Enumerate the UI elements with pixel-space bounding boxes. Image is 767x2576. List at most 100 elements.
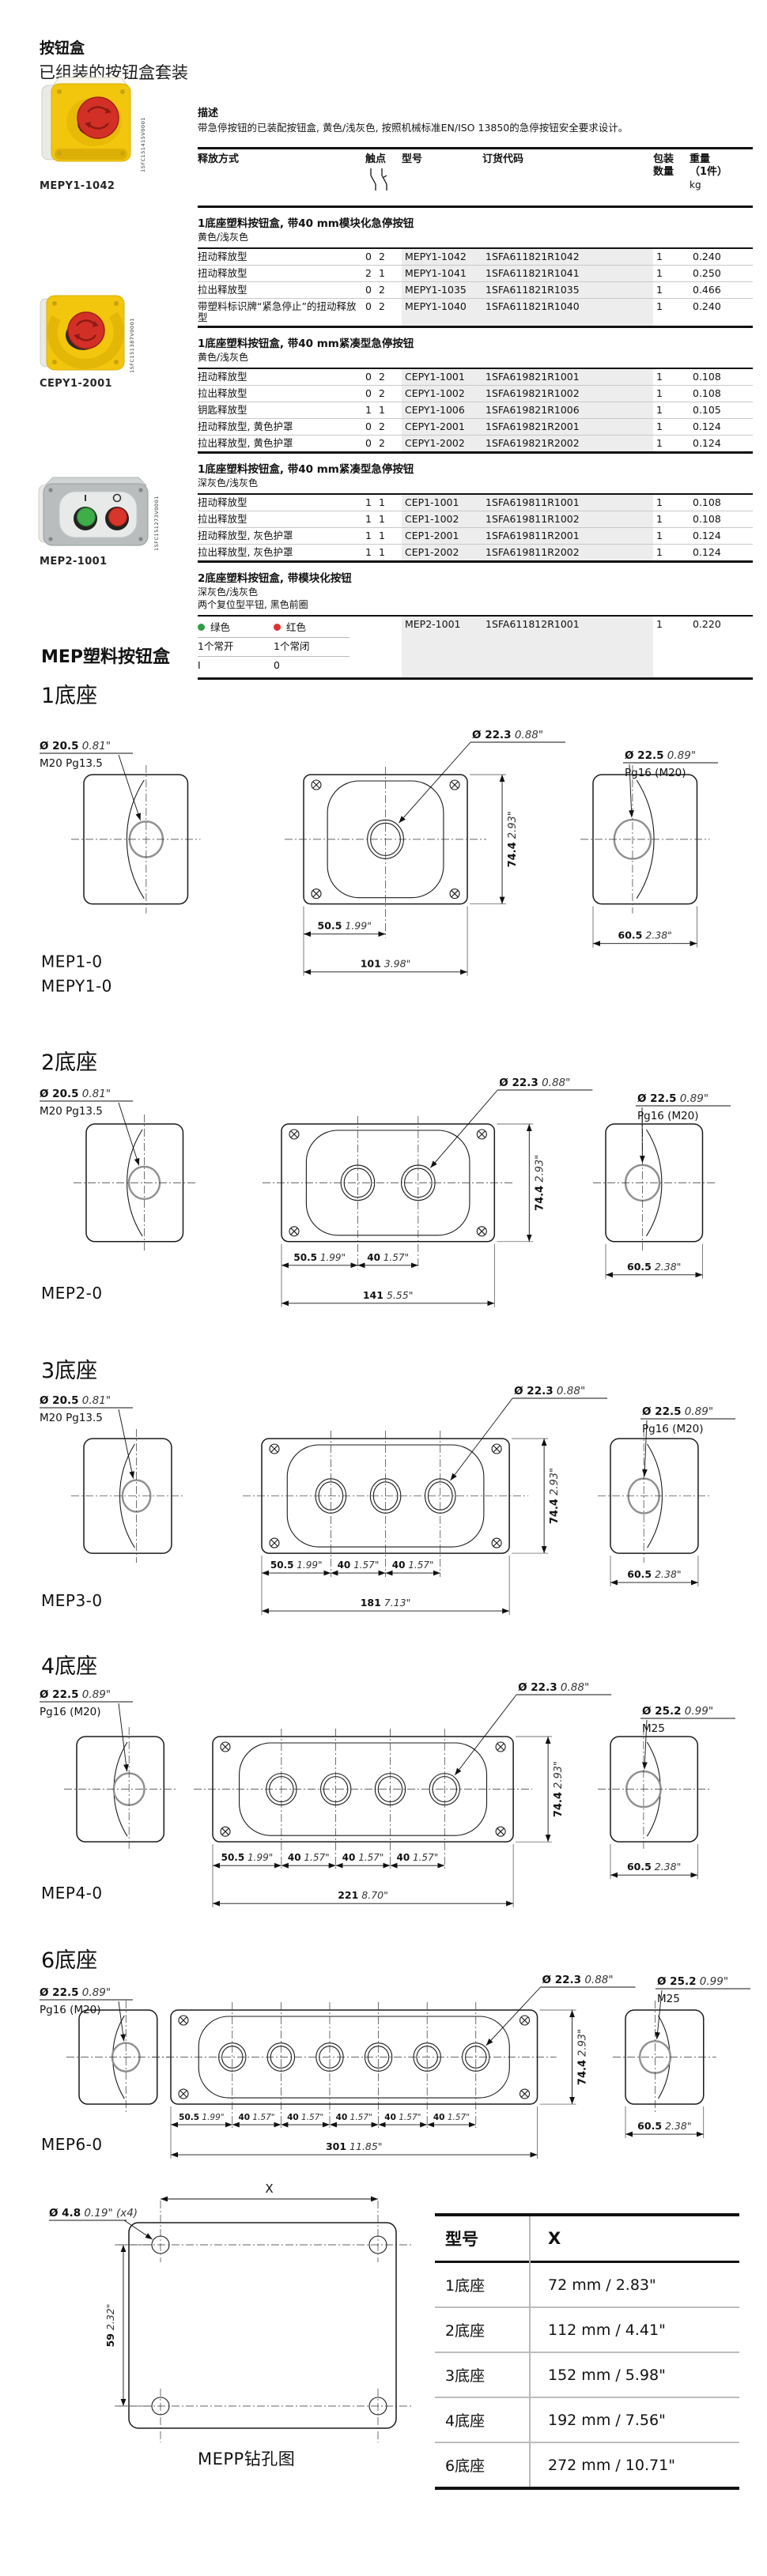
dimension-label: 50.5 1.99" bbox=[318, 920, 372, 932]
section-subtitle: 深灰色/浅灰色 bbox=[198, 586, 259, 598]
description-heading: 描述 bbox=[198, 107, 219, 119]
dimension-label: 74.4 2.93" bbox=[577, 2029, 589, 2085]
drawing-caption: MEP6-0 bbox=[41, 2135, 103, 2154]
product-image-mepy1-1042 bbox=[41, 77, 131, 162]
catalog-header: 释放方式 触点 型号 订货代码 包装数量 重量（1件）kg bbox=[198, 147, 753, 208]
drawing-4-base: Ø 22.5 0.89"Pg16 (M20)Ø 22.3 0.88"Ø 25.2… bbox=[40, 1681, 735, 1908]
left-hole-sublabel: Pg16 (M20) bbox=[40, 1706, 101, 1718]
section-subtitle: 黄色/浅灰色 bbox=[198, 352, 249, 363]
left-hole-label: Ø 20.5 0.81" bbox=[40, 1088, 111, 1100]
left-hole-label: Ø 22.5 0.89" bbox=[40, 1688, 111, 1701]
dimension-label: 40 1.57" bbox=[392, 1560, 434, 1571]
section-title: 1底座塑料按钮盒, 带40 mm模块化急停按钮 bbox=[198, 217, 414, 230]
drawing-caption: MEPY1-0 bbox=[41, 977, 112, 996]
drawing-2-base: Ø 20.5 0.81"M20 Pg13.5Ø 22.3 0.88"Ø 22.5… bbox=[40, 1077, 731, 1307]
product-image-mep2-1001 bbox=[38, 477, 149, 546]
dimension-label: 40 1.57" bbox=[338, 1560, 380, 1571]
left-hole-sublabel: Pg16 (M20) bbox=[40, 2004, 101, 2016]
dimension-label: 40 1.57" bbox=[238, 2113, 274, 2122]
drawing-6-base: Ø 22.5 0.89"Pg16 (M20)Ø 22.3 0.88"Ø 25.2… bbox=[40, 1974, 750, 2159]
right-hole-label: Ø 25.2 0.99" bbox=[642, 1705, 713, 1718]
dimension-label: 301 11.85" bbox=[326, 2140, 383, 2152]
dimension-label: 50.5 1.99" bbox=[293, 1252, 346, 1263]
left-hole-label: Ø 20.5 0.81" bbox=[40, 1394, 111, 1407]
dimension-label: 40 1.57" bbox=[287, 2113, 323, 2122]
col-package: 包装数量 bbox=[653, 153, 674, 178]
dimension-label: 181 7.13" bbox=[361, 1597, 411, 1609]
product-image-cepy1-2001 bbox=[40, 295, 125, 371]
product-photo-code: 1SFC151273V0001 bbox=[153, 496, 160, 551]
left-hole-label: Ø 20.5 0.81" bbox=[40, 740, 111, 752]
mep-section-heading: MEP塑料按钮盒 bbox=[41, 647, 171, 667]
product-photo-code: 1SFC151415V0001 bbox=[140, 117, 146, 172]
drawing-1-base: Ø 20.5 0.81"M20 Pg13.5Ø 22.3 0.88"Ø 22.5… bbox=[40, 729, 718, 996]
section-subtitle: 黄色/浅灰色 bbox=[198, 232, 249, 243]
heading-3-base: 3底座 bbox=[41, 1359, 98, 1383]
right-hole-sublabel: M25 bbox=[657, 1993, 680, 2005]
right-hole-sublabel: M25 bbox=[642, 1722, 665, 1735]
col-release: 释放方式 bbox=[198, 153, 240, 165]
left-hole-sublabel: M20 Pg13.5 bbox=[40, 1105, 103, 1118]
right-hole-label: Ø 25.2 0.99" bbox=[657, 1975, 728, 1988]
dimension-label: 60.5 2.38" bbox=[637, 2120, 691, 2132]
x-dimension-label: X bbox=[265, 2182, 273, 2196]
drawing-caption: MEP4-0 bbox=[41, 1884, 103, 1903]
dimension-label: 60.5 2.38" bbox=[627, 1261, 681, 1273]
section-title: 1底座塑料按钮盒, 带40 mm紧凑型急停按钮 bbox=[198, 463, 414, 476]
dimension-label: 74.4 2.93" bbox=[507, 811, 519, 867]
right-hole-label: Ø 22.5 0.89" bbox=[642, 1405, 713, 1418]
drawing-caption: MEP2-0 bbox=[41, 1284, 103, 1303]
product-caption: MEP2-1001 bbox=[40, 556, 108, 568]
red-dot-icon bbox=[274, 624, 281, 631]
heading-1-base: 1底座 bbox=[41, 684, 98, 708]
green-dot-icon bbox=[198, 624, 205, 631]
drawing-caption: MEP3-0 bbox=[41, 1591, 103, 1610]
catalog-table: 释放方式 触点 型号 订货代码 包装数量 重量（1件）kg 1底座塑料按钮盒, 带… bbox=[198, 147, 753, 680]
right-hole-sublabel: Pg16 (M20) bbox=[637, 1110, 699, 1122]
dimension-label: 40 1.57" bbox=[288, 1852, 330, 1863]
dimension-label: 141 5.55" bbox=[363, 1289, 414, 1301]
dimension-label: 60.5 2.38" bbox=[618, 930, 672, 941]
product-caption: MEPY1-1042 bbox=[40, 180, 115, 192]
product-caption: CEPY1-2001 bbox=[40, 378, 112, 390]
section-title: 1底座塑料按钮盒, 带40 mm紧凑型急停按钮 bbox=[198, 338, 414, 350]
drawing-caption: MEP1-0 bbox=[41, 952, 103, 971]
dimension-label: 74.4 2.93" bbox=[534, 1155, 546, 1211]
dimension-label: 40 1.57" bbox=[342, 1852, 384, 1863]
heading-4-base: 4底座 bbox=[41, 1654, 98, 1679]
dimension-label: 59 2.32" bbox=[104, 2304, 116, 2348]
right-hole-sublabel: Pg16 (M20) bbox=[642, 1423, 704, 1435]
right-hole-sublabel: Pg16 (M20) bbox=[625, 767, 686, 779]
dimension-label: 60.5 2.38" bbox=[627, 1861, 681, 1873]
section-subtitle: 深灰色/浅灰色 bbox=[198, 477, 259, 488]
left-hole-label: Ø 22.5 0.89" bbox=[40, 1986, 111, 1999]
left-hole-sublabel: M20 Pg13.5 bbox=[40, 1412, 103, 1424]
dimension-label: 40 1.57" bbox=[396, 1852, 438, 1863]
dimension-label: 101 3.98" bbox=[361, 958, 411, 970]
contact-symbols-icon bbox=[370, 168, 387, 190]
dimension-label: 40 1.57" bbox=[433, 2113, 470, 2122]
col-type: 型号 bbox=[402, 153, 423, 165]
dimension-label: 60.5 2.38" bbox=[627, 1568, 681, 1580]
